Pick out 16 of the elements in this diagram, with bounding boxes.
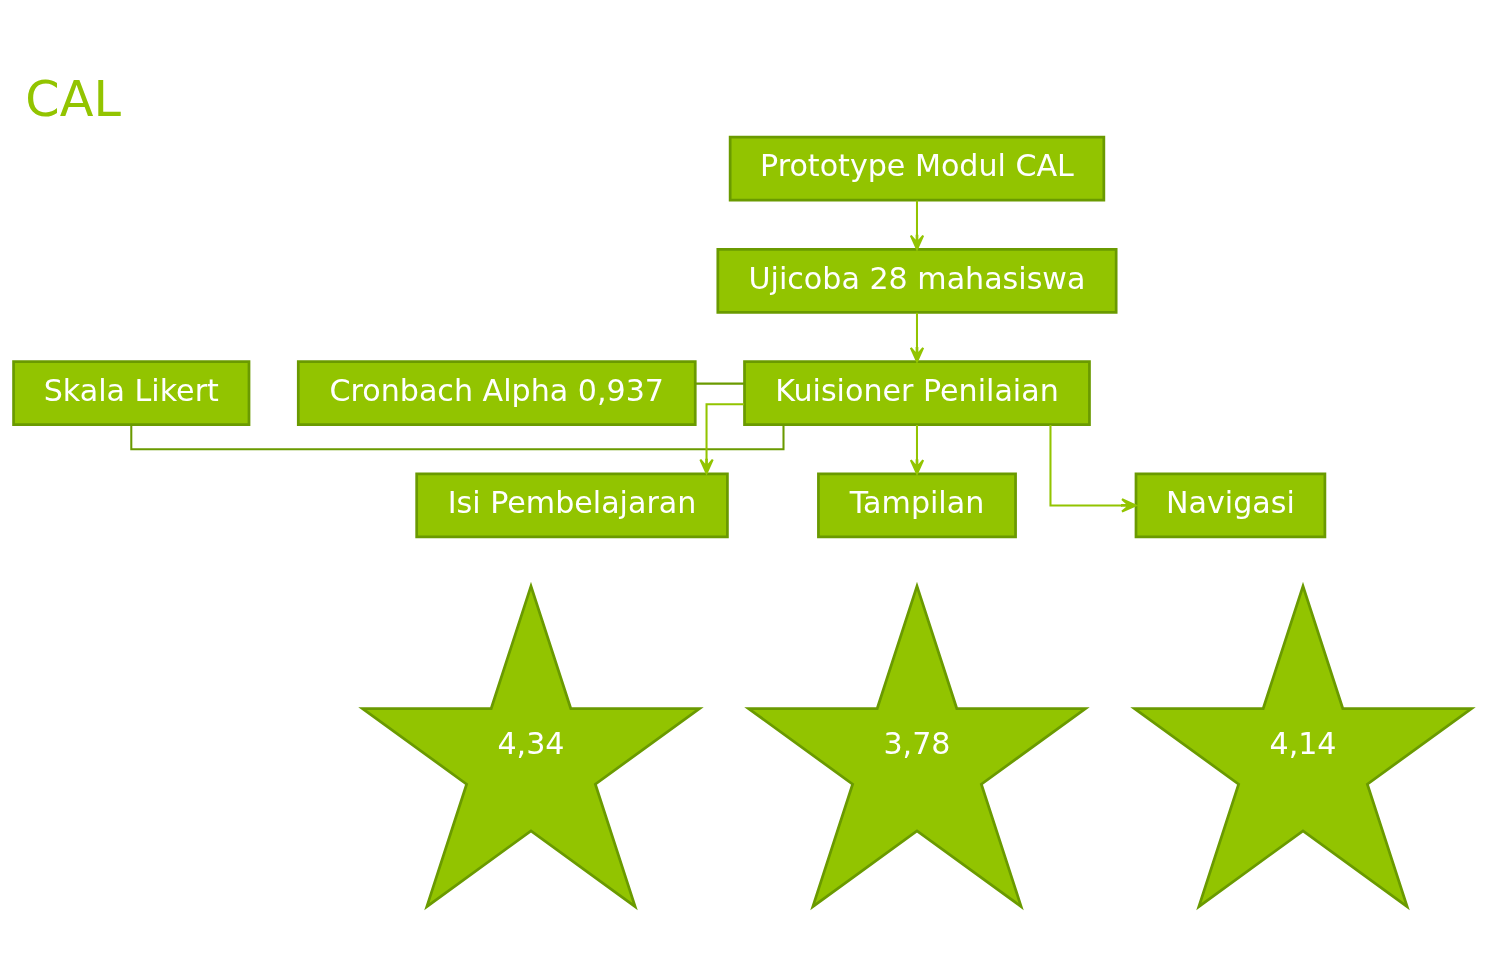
node-box: Prototype Modul CAL xyxy=(728,135,1106,201)
connector xyxy=(695,382,745,385)
node-box: Tampilan xyxy=(817,472,1017,538)
arrow xyxy=(909,200,925,250)
arrow xyxy=(909,424,925,475)
diagram-title: CAL xyxy=(25,69,121,128)
arrow xyxy=(699,402,745,474)
node-box: Ujicoba 28 mahasiswa xyxy=(716,247,1118,314)
node-box: Isi Pembelajaran xyxy=(415,472,729,538)
node-box: Skala Likert xyxy=(12,359,251,426)
node-box: Kuisioner Penilaian xyxy=(743,359,1091,426)
arrow xyxy=(1049,424,1137,513)
node-box: Cronbach Alpha 0,937 xyxy=(296,359,697,426)
connector xyxy=(130,424,785,450)
node-box: Navigasi xyxy=(1134,472,1327,538)
arrow xyxy=(909,312,925,363)
